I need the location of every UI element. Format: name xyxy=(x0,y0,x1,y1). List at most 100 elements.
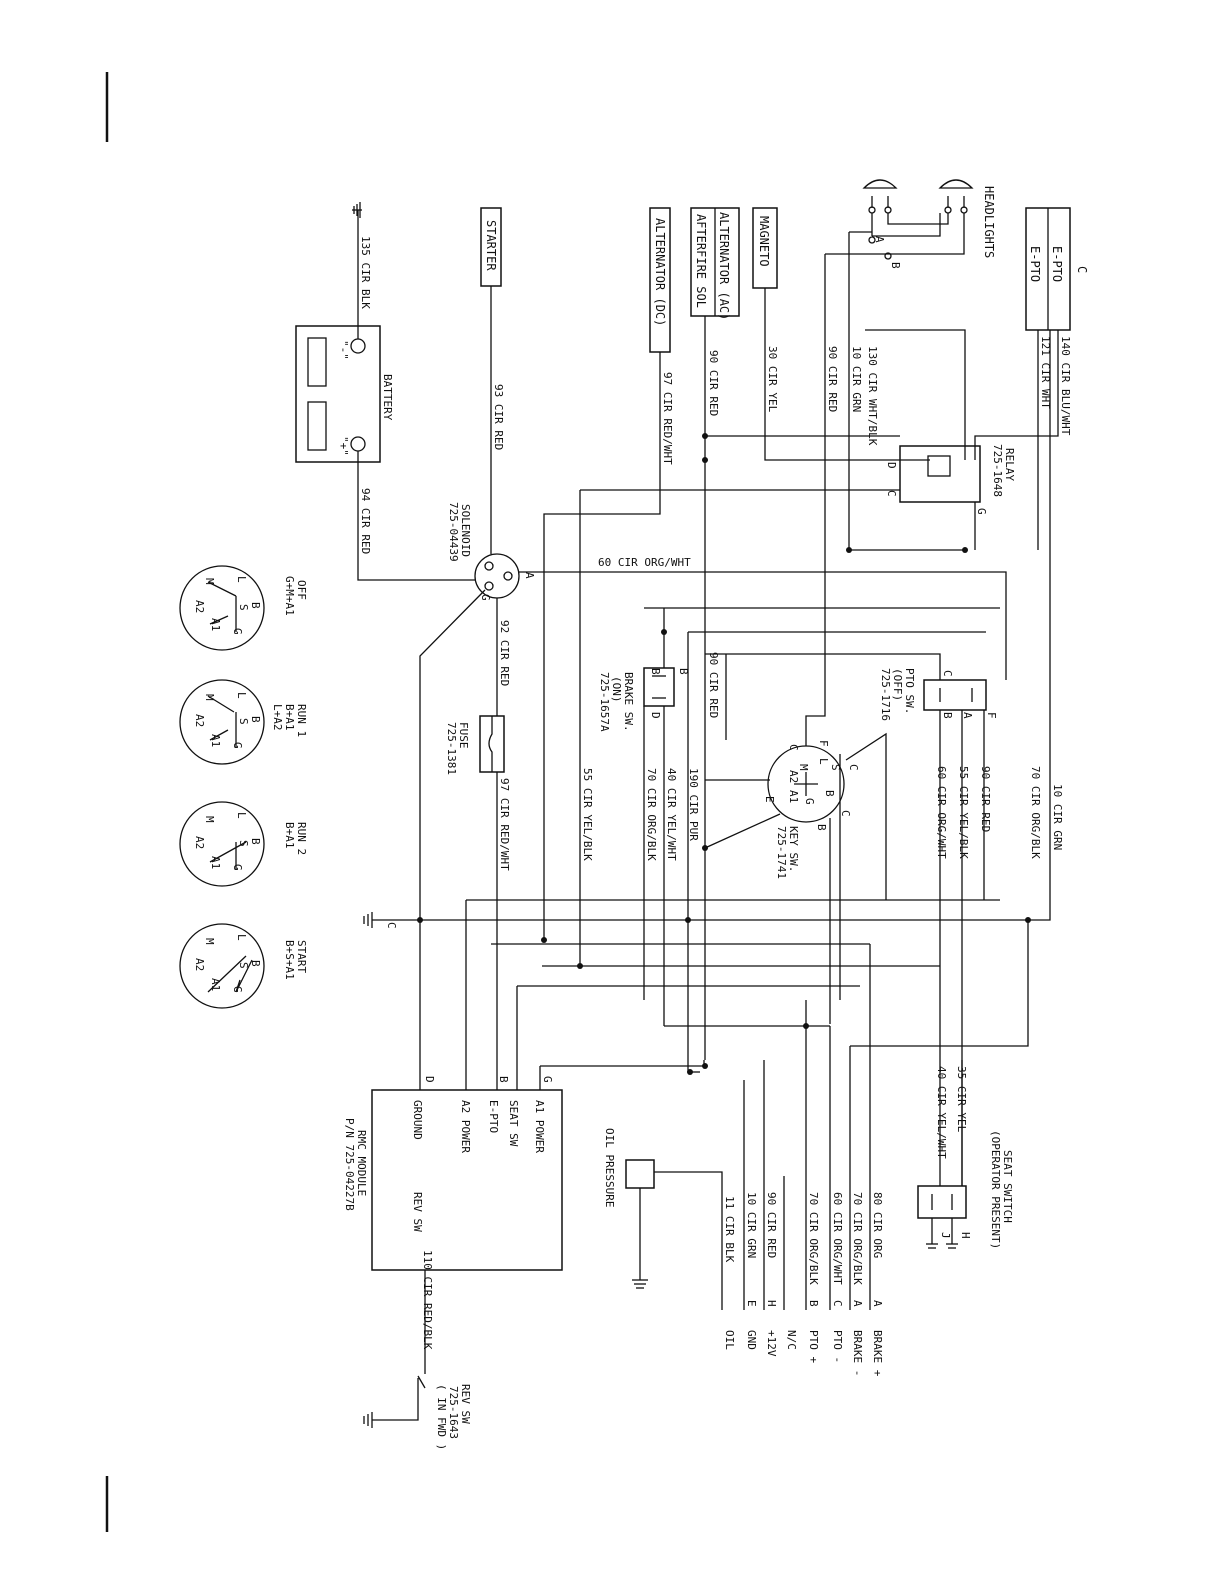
battery-box xyxy=(295,325,381,463)
rmc-conn-g: G xyxy=(541,1076,554,1083)
solenoid-terminal-3 xyxy=(503,571,513,581)
conn-0-wire: 80 CIR ORG xyxy=(871,1192,884,1258)
key-start-s: S xyxy=(237,962,250,969)
pto-pin-c: C xyxy=(941,670,954,677)
pto-pin-b: B xyxy=(941,712,954,719)
key-run2-s: S xyxy=(237,840,250,847)
rmc-conn-b: B xyxy=(497,1076,510,1083)
key-position-off: OFF G+M+A1 L B S G M A2 A1 xyxy=(179,565,308,651)
rmc-pin-a2-power: A2 POWER xyxy=(459,1100,472,1153)
oil-wire xyxy=(654,1171,723,1310)
key-off-name: OFF xyxy=(295,580,308,600)
key-run1-m: M xyxy=(203,694,216,701)
pto-pin-a: A xyxy=(961,712,974,719)
conn-0-func: BRAKE + xyxy=(871,1330,884,1377)
brake-sw-pn: 725-1657A xyxy=(598,672,611,732)
key-run2-a1: A1 xyxy=(209,856,222,869)
key-run2-combo: B+A1 xyxy=(283,822,296,849)
wire-90a-label: 90 CIR RED xyxy=(707,350,720,416)
rmc-conn-d: D xyxy=(423,1076,436,1083)
epto-connector-letter: C xyxy=(1075,266,1089,273)
conn-0-pin: A xyxy=(871,1300,884,1307)
fuse-element xyxy=(488,716,493,772)
brake-pin-b1: B xyxy=(649,668,662,675)
key-start-name: START xyxy=(295,940,308,973)
wire-60b-label: 60 CIR ORG/WHT xyxy=(935,766,948,859)
afterfire-sol-label: AFTERFIRE SOL xyxy=(694,214,708,308)
relay-pin-g: G xyxy=(975,508,988,515)
headlight-right-icon xyxy=(938,179,974,214)
starter-label: STARTER xyxy=(484,220,498,271)
headlight-pin-a-label: A xyxy=(873,236,886,243)
key-run1-name: RUN 1 xyxy=(295,704,308,737)
wire-55b-label: 55 CIR YEL/BLK xyxy=(957,766,970,859)
key-off-combo: G+M+A1 xyxy=(283,576,296,616)
wire-130-label: 130 CIR WHT/BLK xyxy=(866,346,879,446)
key-off-s: S xyxy=(237,604,250,611)
wire-94-label: 94 CIR RED xyxy=(359,488,372,554)
conn-6-func: GND xyxy=(745,1330,758,1350)
pto-sw-box xyxy=(923,679,987,711)
wire-10a-label: 10 CIR GRN xyxy=(850,346,863,412)
wire-121-label: 121 CIR WHT xyxy=(1039,336,1052,409)
conn-3-func: PTO + xyxy=(807,1330,820,1363)
key-run1-combo2: L+A2 xyxy=(271,704,284,731)
pto-pin-f: F xyxy=(985,712,998,719)
key-sw-pn: 725-1741 xyxy=(775,826,788,879)
key-run2-a2: A2 xyxy=(193,836,206,849)
key-run2-m: M xyxy=(203,816,216,823)
key-run1-combo: B+A1 xyxy=(283,704,296,731)
brake-sw-state: (ON) xyxy=(610,676,623,703)
key-off-g: G xyxy=(231,628,244,635)
connector-table: 80 CIR ORG 70 CIR ORG/BLK 60 CIR ORG/WHT… xyxy=(723,1192,884,1377)
wire-55a-label: 55 CIR YEL/BLK xyxy=(581,768,594,861)
conn-1-wire: 70 CIR ORG/BLK xyxy=(851,1192,864,1285)
key-off-a2: A2 xyxy=(193,600,206,613)
key-pin-g: G xyxy=(803,798,816,805)
key-run1-l: L xyxy=(235,692,248,699)
rmc-pin-ground: GROUND xyxy=(411,1100,424,1140)
wire-40b-label: 40 CIR YEL/WHT xyxy=(935,1066,948,1159)
solenoid-terminal-2 xyxy=(484,581,494,591)
conn-2-func: PTO - xyxy=(831,1330,844,1363)
conn-2-wire: 60 CIR ORG/WHT xyxy=(831,1192,844,1285)
wire-30-label: 30 CIR YEL xyxy=(766,346,779,413)
wire-190-label: 190 CIR PUR xyxy=(687,768,700,841)
key-pin-a2: A2 xyxy=(787,770,800,783)
key-run1-a2: A2 xyxy=(193,714,206,727)
solenoid-terminal-1 xyxy=(484,561,494,571)
key-start-a1: A1 xyxy=(209,978,222,991)
key-off-m: M xyxy=(203,578,216,585)
rev-sw-wire xyxy=(372,1270,426,1421)
battery-cell-2 xyxy=(307,401,327,451)
conn-3-pin: B xyxy=(807,1300,820,1307)
relay-coil xyxy=(927,455,951,477)
relay-label: RELAY xyxy=(1003,448,1016,481)
battery-label: BATTERY xyxy=(381,374,394,421)
key-pin-f: F xyxy=(817,740,830,747)
epto-label-b: E-PTO xyxy=(1028,246,1042,282)
brake-sw-label: BRAKE SW. xyxy=(622,672,635,732)
wire-35-label: 35 CIR YEL xyxy=(955,1066,968,1133)
key-off-a1: A1 xyxy=(209,618,222,631)
rmc-module-box xyxy=(371,1089,563,1271)
key-run1-b: B xyxy=(249,716,262,723)
wire-93-label: 93 CIR RED xyxy=(492,384,505,450)
key-run1-a1: A1 xyxy=(209,734,222,747)
wire-70b-label: 70 CIR ORG/BLK xyxy=(1029,766,1042,859)
conn-3-wire: 70 CIR ORG/BLK xyxy=(807,1192,820,1285)
wire-40a-label: 40 CIR YEL/WHT xyxy=(665,768,678,861)
key-run2-l: L xyxy=(235,812,248,819)
solenoid-label: SOLENOID xyxy=(459,504,472,557)
relay-pin-c: C xyxy=(885,490,898,497)
junction-dots xyxy=(417,433,1031,1075)
oil-pressure-label: OIL PRESSURE xyxy=(603,1128,616,1207)
key-pin-e: E xyxy=(763,796,776,803)
wire-97b-label: 97 CIR RED/WHT xyxy=(498,778,511,871)
rmc-pin-seat-sw: SEAT SW xyxy=(507,1100,520,1147)
key-pin-c-low: C xyxy=(839,810,852,817)
key-run2-g: G xyxy=(231,864,244,871)
seat-switch-state: (OPERATOR PRESENT) xyxy=(989,1130,1002,1249)
pto-sw-pn: 725-1716 xyxy=(879,668,892,721)
